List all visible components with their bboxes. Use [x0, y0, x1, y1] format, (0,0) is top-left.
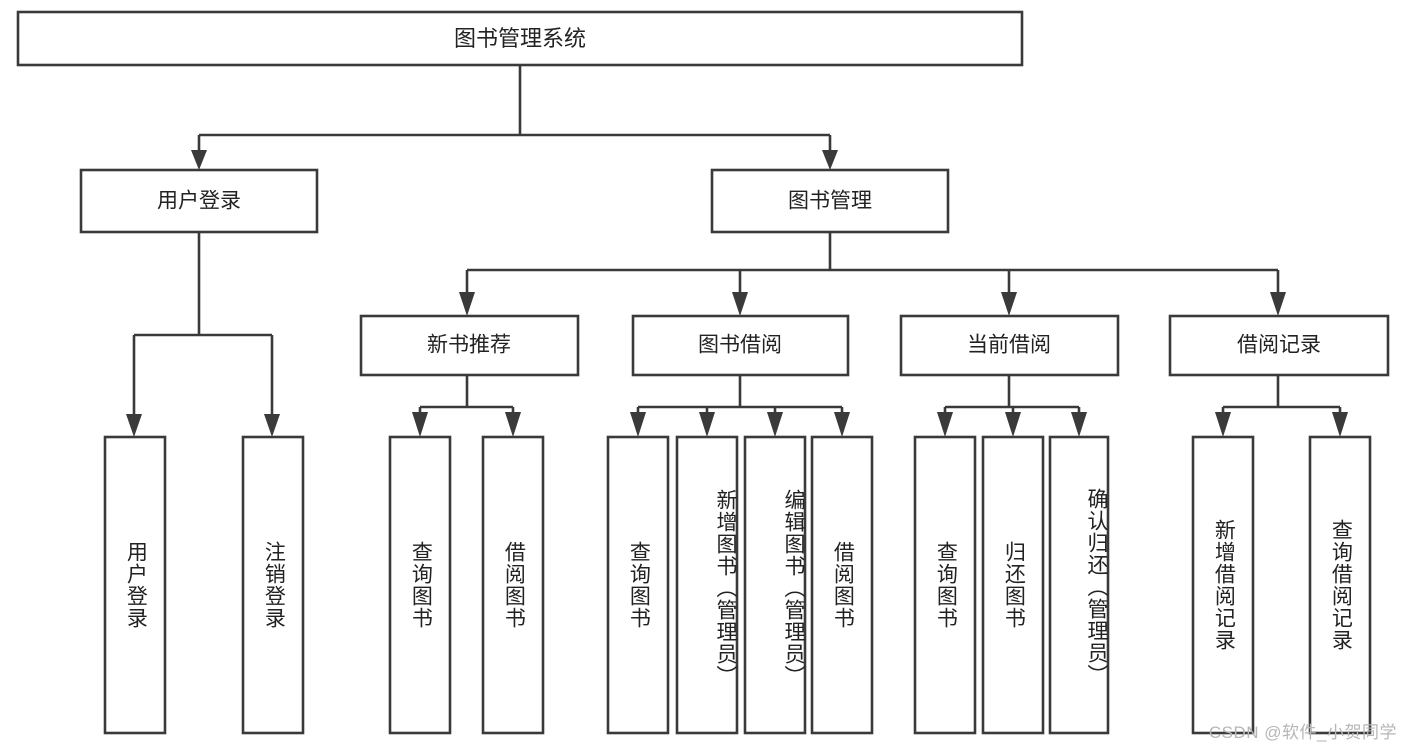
node-borrow-record-label: 借阅记录 [1237, 334, 1321, 357]
node-borrow-record-box[interactable] [1168, 314, 1390, 377]
node-new-book-recommend-label: 新书推荐 [427, 334, 511, 357]
leaf-box-borrow-book-2[interactable] [810, 435, 874, 735]
leaf-box-query-book-1[interactable] [388, 435, 452, 735]
node-book-borrow-box[interactable] [631, 314, 850, 377]
leaf-box-edit-book[interactable] [743, 435, 807, 735]
arrow-head-icon [1270, 292, 1286, 316]
node-current-borrow-box[interactable] [899, 314, 1120, 377]
node-root-box[interactable] [16, 10, 1024, 67]
arrow-head-icon [937, 412, 953, 437]
arrow-head-icon [1001, 292, 1017, 316]
connectors-current-borrow [937, 375, 1087, 437]
arrow-head-icon [191, 150, 207, 170]
node-user-login-label: 用户登录 [157, 190, 241, 213]
arrow-head-icon [822, 150, 838, 170]
node-root-label: 图书管理系统 [454, 26, 586, 51]
arrow-head-icon [767, 412, 783, 437]
connectors-level2-user-login [126, 232, 280, 437]
leaf-box-query-record[interactable] [1308, 435, 1372, 735]
leaf-box-logout[interactable] [241, 435, 305, 735]
node-borrow-record[interactable]: 借阅记录 [1168, 314, 1390, 377]
arrow-head-icon [1215, 412, 1231, 437]
node-current-borrow-label: 当前借阅 [967, 334, 1051, 357]
leaf-box-query-book-3[interactable] [913, 435, 977, 735]
arrow-head-icon [412, 412, 428, 437]
node-book-management[interactable]: 图书管理 [710, 168, 950, 234]
node-book-borrow-label: 图书借阅 [698, 334, 782, 357]
arrow-head-icon [1005, 412, 1021, 437]
leaf-box-query-book-2[interactable] [606, 435, 670, 735]
connectors-root-to-level2 [191, 65, 838, 170]
node-user-login-box[interactable] [79, 168, 319, 234]
arrow-head-icon [505, 412, 521, 437]
node-book-management-box[interactable] [710, 168, 950, 234]
connectors-borrow-record [1215, 375, 1348, 437]
connectors-book-borrow [630, 375, 850, 437]
node-current-borrow[interactable]: 当前借阅 [899, 314, 1120, 377]
arrow-head-icon [834, 412, 850, 437]
leaf-box-add-book[interactable] [675, 435, 739, 735]
connectors-new-book-recommend [412, 375, 521, 437]
connectors-level2-book-management [459, 232, 1286, 316]
arrow-head-icon [630, 412, 646, 437]
leaf-box-borrow-book-1[interactable] [481, 435, 545, 735]
arrow-head-icon [126, 414, 142, 437]
leaf-box-add-record[interactable] [1191, 435, 1255, 735]
arrow-head-icon [459, 292, 475, 316]
leaf-box-confirm-return[interactable] [1048, 435, 1110, 735]
arrow-head-icon [1071, 412, 1087, 437]
node-user-login[interactable]: 用户登录 [79, 168, 319, 234]
csdn-watermark: CSDN @软件_小贺同学 [1208, 723, 1397, 742]
arrow-head-icon [1332, 412, 1348, 437]
node-book-borrow[interactable]: 图书借阅 [631, 314, 850, 377]
node-new-book-recommend[interactable]: 新书推荐 [359, 314, 580, 377]
leaf-box-user-login[interactable] [103, 435, 167, 735]
arrow-head-icon [699, 412, 715, 437]
leaf-box-return-book[interactable] [981, 435, 1045, 735]
node-new-book-recommend-box[interactable] [359, 314, 580, 377]
node-book-management-label: 图书管理 [788, 190, 872, 213]
arrow-head-icon [264, 414, 280, 437]
node-root[interactable]: 图书管理系统 [16, 10, 1024, 67]
arrow-head-icon [732, 292, 748, 316]
leaf-boxes [103, 435, 1372, 735]
